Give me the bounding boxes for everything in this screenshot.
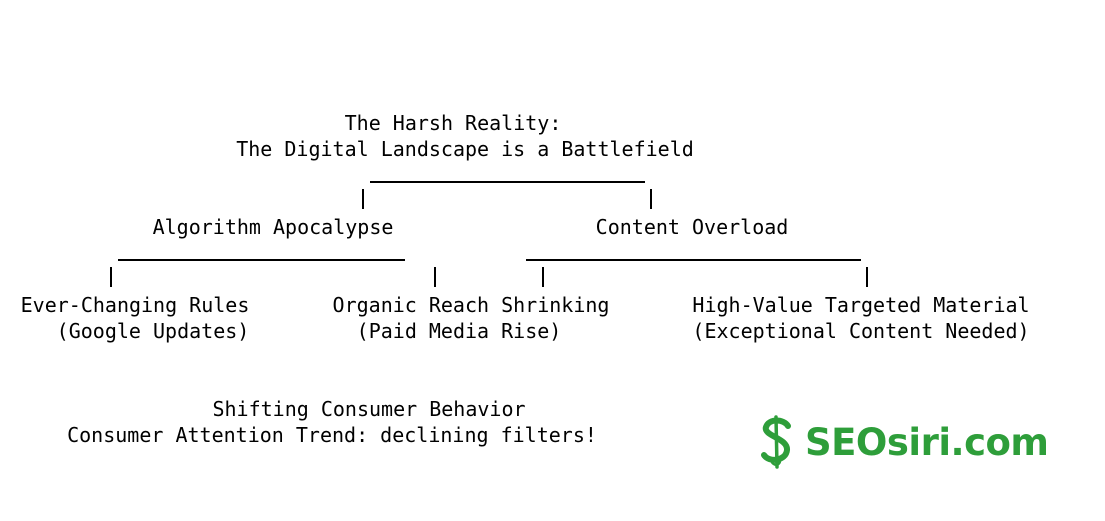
leaf-ever-changing-rules: Ever-Changing Rules — [20, 293, 250, 317]
left-branch-connector — [362, 189, 364, 209]
leaf-connector-4 — [866, 267, 868, 287]
logo-text: SEOsiri.com — [805, 420, 1049, 464]
footer-attention-trend: Consumer Attention Trend: declining filt… — [67, 423, 597, 447]
dollar-s-icon — [761, 415, 791, 469]
footer-shifting-consumer-behavior: Shifting Consumer Behavior — [212, 397, 526, 421]
right-branch-split-line — [526, 259, 861, 261]
seosiri-logo: SEOsiri.com — [757, 412, 1049, 472]
leaf-organic-reach-shrinking: Organic Reach Shrinking — [332, 293, 610, 317]
title-connector-line — [370, 181, 645, 183]
leaf-high-value-targeted-material: High-Value Targeted Material — [692, 293, 1030, 317]
leaf-connector-3 — [542, 267, 544, 287]
diagram-title-line2: The Digital Landscape is a Battlefield — [236, 137, 694, 161]
left-branch-split-line — [118, 259, 405, 261]
right-branch-connector — [650, 189, 652, 209]
diagram-title-line1: The Harsh Reality: — [344, 111, 562, 135]
branch-content-overload: Content Overload — [595, 215, 789, 239]
leaf-paid-media-rise: (Paid Media Rise) — [356, 319, 562, 343]
leaf-google-updates: (Google Updates) — [56, 319, 250, 343]
leaf-connector-1 — [110, 267, 112, 287]
leaf-connector-2 — [434, 267, 436, 287]
leaf-exceptional-content-needed: (Exceptional Content Needed) — [692, 319, 1030, 343]
branch-algorithm-apocalypse: Algorithm Apocalypse — [152, 215, 394, 239]
